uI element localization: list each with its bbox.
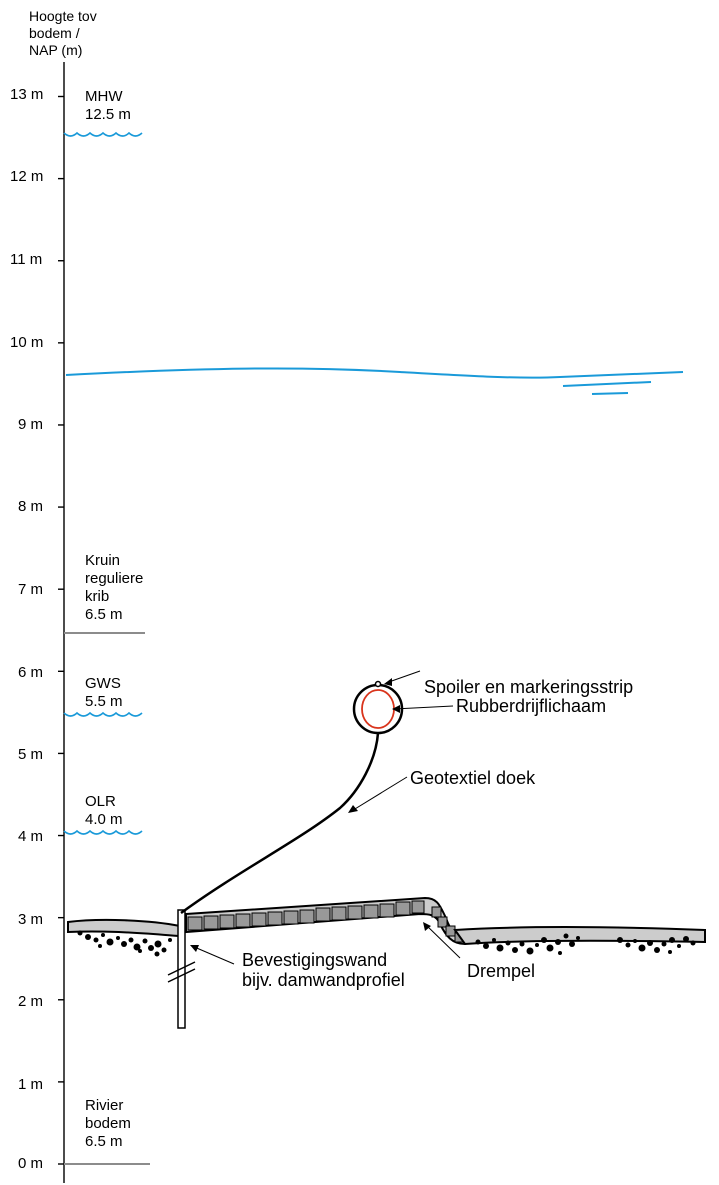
tick-label-6m: 6 m [18, 664, 44, 681]
kruin-label-line: 6.5 m [85, 606, 123, 623]
tick-label-9m: 9 m [18, 416, 44, 433]
axis-title-line: bodem / [29, 25, 80, 41]
tick-label-4m: 4 m [18, 828, 44, 845]
bevestiging-callout-line: Bevestigingswand [242, 950, 388, 970]
spoiler-arrowhead [384, 678, 392, 686]
gravel-left [77, 930, 172, 957]
kruin-label-line: reguliere [85, 570, 144, 587]
bevestiging-callout-line: bijv. damwandprofiel [242, 970, 405, 990]
tick-label-12m: 12 m [10, 168, 44, 185]
water-ripple-2 [591, 392, 629, 395]
rubber-leader [393, 705, 454, 710]
wall-break-mark-1 [167, 961, 196, 976]
mhw-label-line: MHW [85, 88, 123, 105]
tick-label-5m: 5 m [18, 746, 44, 763]
bevestiging-leader [191, 945, 235, 965]
riverbed-right [453, 926, 706, 946]
tick-label-7m: 7 m [18, 581, 44, 598]
tick-label-11m: 11 m [10, 251, 43, 268]
rubber-arrowhead [392, 705, 400, 713]
spoiler-marker [374, 680, 382, 688]
geotextiel-arrowhead [348, 805, 358, 813]
axis-title-line: NAP (m) [29, 42, 83, 58]
drempel-callout: Drempel [467, 961, 536, 981]
mhw-wave-line [63, 131, 143, 137]
rivier-label-line: bodem [85, 1115, 131, 1132]
spoiler-callout: Spoiler en markeringsstrip [424, 677, 634, 697]
gws-wave-line [63, 711, 143, 717]
tick-label-0m: 0 m [18, 1155, 44, 1172]
rivier-label: Rivier bodem 6.5 m [85, 1097, 131, 1151]
geotextiel-leader [349, 776, 408, 813]
gravel-right [475, 933, 696, 955]
axis-title-line: Hoogte tov [29, 8, 97, 24]
mhw-label-line: 12.5 m [85, 106, 131, 123]
tick-label-3m: 3 m [18, 911, 44, 928]
riverbed-left [67, 918, 181, 938]
tick-label-10m: 10 m [10, 334, 44, 351]
water-ripple-1 [562, 381, 652, 387]
mhw-label: MHW 12.5 m [85, 88, 131, 124]
tick-label-1m: 1 m [18, 1076, 44, 1093]
olr-label-line: 4.0 m [85, 811, 123, 828]
axis-title: Hoogte tov bodem / NAP (m) [29, 8, 97, 59]
rubber-callout: Rubberdrijflichaam [456, 696, 607, 716]
gws-label-line: GWS [85, 675, 121, 692]
gws-label: GWS 5.5 m [85, 675, 123, 711]
olr-label-line: OLR [85, 793, 116, 810]
kruin-label-line: krib [85, 588, 110, 605]
wall-break-mark-2 [167, 968, 196, 983]
olr-label: OLR 4.0 m [85, 793, 123, 829]
rivier-label-line: Rivier [85, 1097, 124, 1114]
tick-label-2m: 2 m [18, 993, 44, 1010]
kruin-label-line: Kruin [85, 552, 121, 569]
tick-label-8m: 8 m [18, 498, 44, 515]
tick-label-13m: 13 m [10, 86, 44, 103]
drempel-arrowhead [423, 922, 431, 931]
olr-wave-line [63, 829, 143, 835]
bevestiging-arrowhead [190, 945, 199, 952]
water-surface-line [65, 367, 684, 379]
kruin-label: Kruin reguliere krib 6.5 m [85, 552, 143, 624]
geotextiel-callout: Geotextiel doek [410, 768, 536, 788]
bevestiging-callout: Bevestigingswand bijv. damwandprofiel [242, 950, 405, 990]
rivier-label-line: 6.5 m [85, 1133, 123, 1150]
geotextile-cloth [180, 732, 380, 915]
gws-label-line: 5.5 m [85, 693, 123, 710]
drempel-leader [424, 923, 461, 959]
axis-tick-marks [58, 95, 64, 1165]
